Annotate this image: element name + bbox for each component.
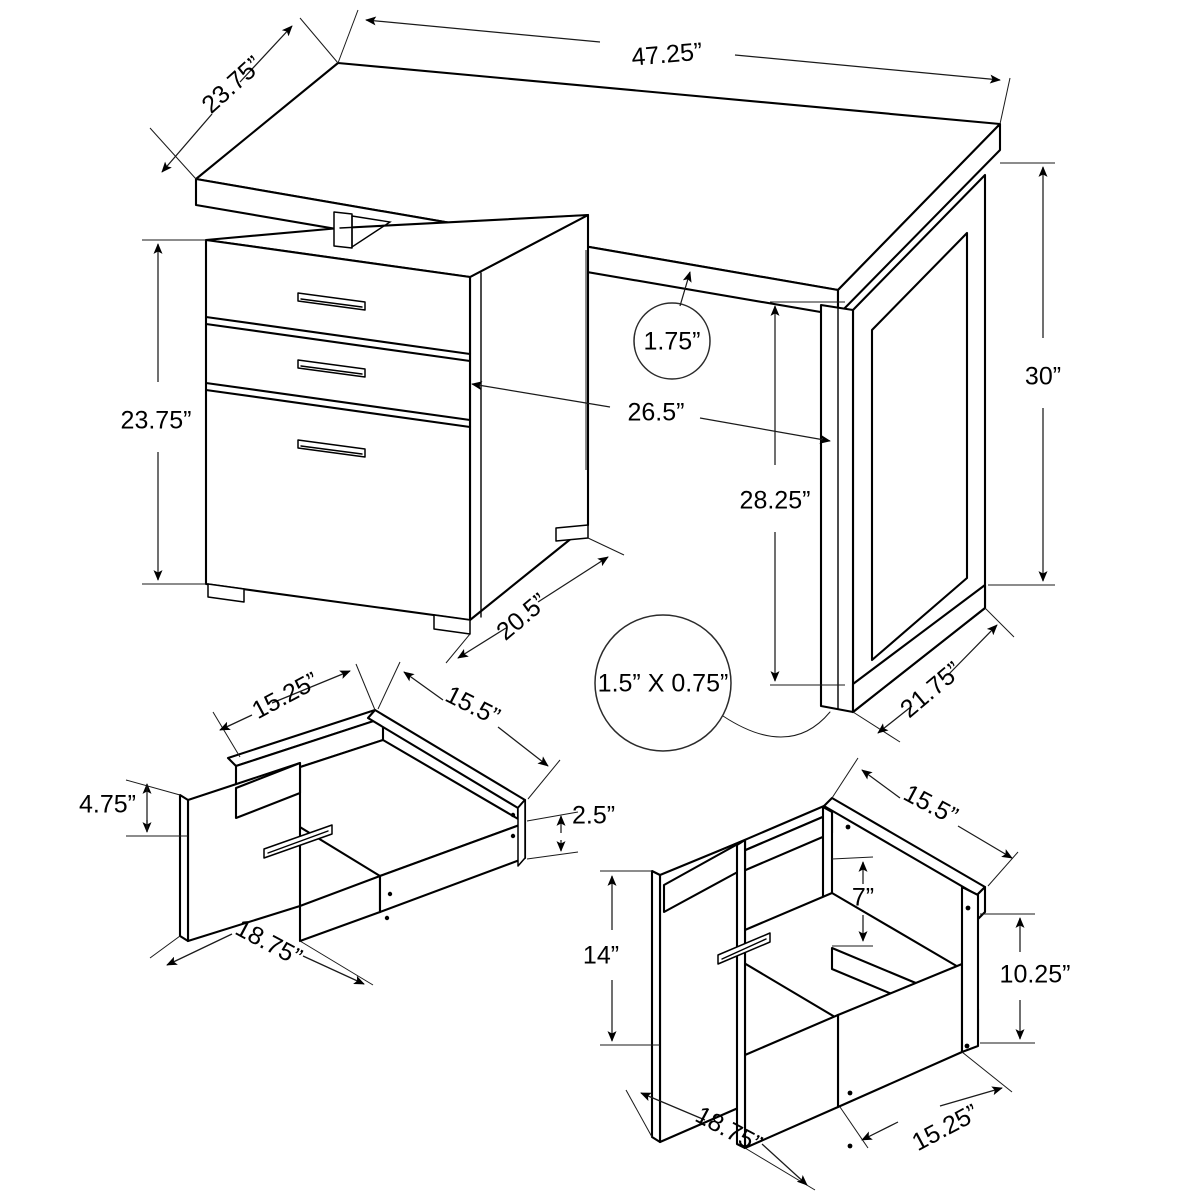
sd-screw-dot-2 [510, 833, 516, 839]
deep-drawer-assembly [650, 796, 987, 1150]
shallow-drawer-assembly [178, 708, 527, 943]
underdesk-support-bracket [333, 211, 353, 249]
dd-right-side-inner [743, 1013, 840, 1150]
dd-back-top-rail [822, 796, 987, 897]
desk-dimension-lines [142, 9, 1055, 752]
drawer-divider-2 [204, 381, 472, 422]
sd-screw-dot-1 [510, 812, 516, 818]
label-dd-inner-depth: 15.25” [907, 1099, 983, 1157]
label-sd-side-height: 2.5” [572, 802, 615, 830]
drawer-divider-1b [204, 322, 472, 363]
label-knee-width: 26.5” [628, 399, 685, 427]
label-sd-inner-width: 15.5” [441, 680, 504, 731]
cabinet-right-side-panel [468, 213, 590, 622]
dd-front-face-return [735, 838, 747, 1150]
label-dd-face-height: 14” [583, 942, 619, 970]
dd-drawer-handle [717, 932, 771, 965]
thickness-callout-bubble [633, 302, 711, 380]
sd-right-side-wall [298, 874, 382, 943]
dd-right-stile [960, 885, 980, 1054]
label-top-depth: 23.75” [196, 51, 267, 119]
drawer-handle-top [297, 292, 366, 311]
dd-front-face-edge [650, 869, 662, 1144]
dd-screw-dot-1 [845, 824, 851, 830]
cabinet-foot-left [207, 583, 245, 603]
right-leg-foot-crease [871, 577, 968, 661]
dd-screw-dot-2 [965, 905, 971, 911]
label-knee-height: 28.25” [740, 487, 811, 515]
sd-screw-dot-3 [387, 891, 393, 897]
shallow-drawer-dimension-lines [125, 661, 579, 986]
dd-screw-dot-5 [847, 1143, 853, 1149]
drawer-handle-bottom [297, 439, 366, 458]
drawer-divider-2b [204, 388, 472, 429]
drawer-handle-middle [297, 359, 366, 378]
label-overall-height: 30” [1025, 363, 1061, 391]
sd-rear-corner-block [517, 799, 526, 867]
underdesk-gusset [351, 215, 392, 249]
label-sd-face-height: 4.75” [79, 791, 136, 819]
sd-left-inner-wall [234, 761, 302, 820]
dd-screw-dot-3 [964, 1043, 970, 1049]
right-leg-front-stile [819, 303, 855, 714]
label-dd-clear-height: 7” [852, 884, 874, 912]
dd-screw-dot-4 [847, 1090, 853, 1096]
drawer-divider-1 [204, 315, 472, 356]
label-sd-face-width: 18.75” [231, 914, 307, 972]
sd-screw-dot-4 [384, 915, 390, 921]
label-dd-inner-width: 15.5” [899, 779, 962, 830]
label-sd-inner-depth: 15.25” [247, 667, 323, 725]
sd-drawer-handle [263, 824, 333, 859]
cabinet-rear-top-line [339, 214, 589, 229]
label-leg-profile: 1.5” X 0.75” [598, 670, 729, 698]
leg-profile-callout-bubble [594, 614, 732, 752]
desk-assembly [194, 61, 1002, 714]
sd-front-face-edge [178, 793, 190, 943]
cabinet-foot-rear [555, 524, 589, 542]
deep-drawer-dimension-lines [600, 757, 1035, 1191]
label-top-width: 47.25” [630, 38, 703, 72]
label-cabinet-height: 23.75” [121, 407, 192, 435]
label-dd-side-height: 10.25” [1000, 961, 1071, 989]
cabinet-front-face [204, 238, 472, 622]
label-top-thickness: 1.75” [644, 328, 701, 356]
